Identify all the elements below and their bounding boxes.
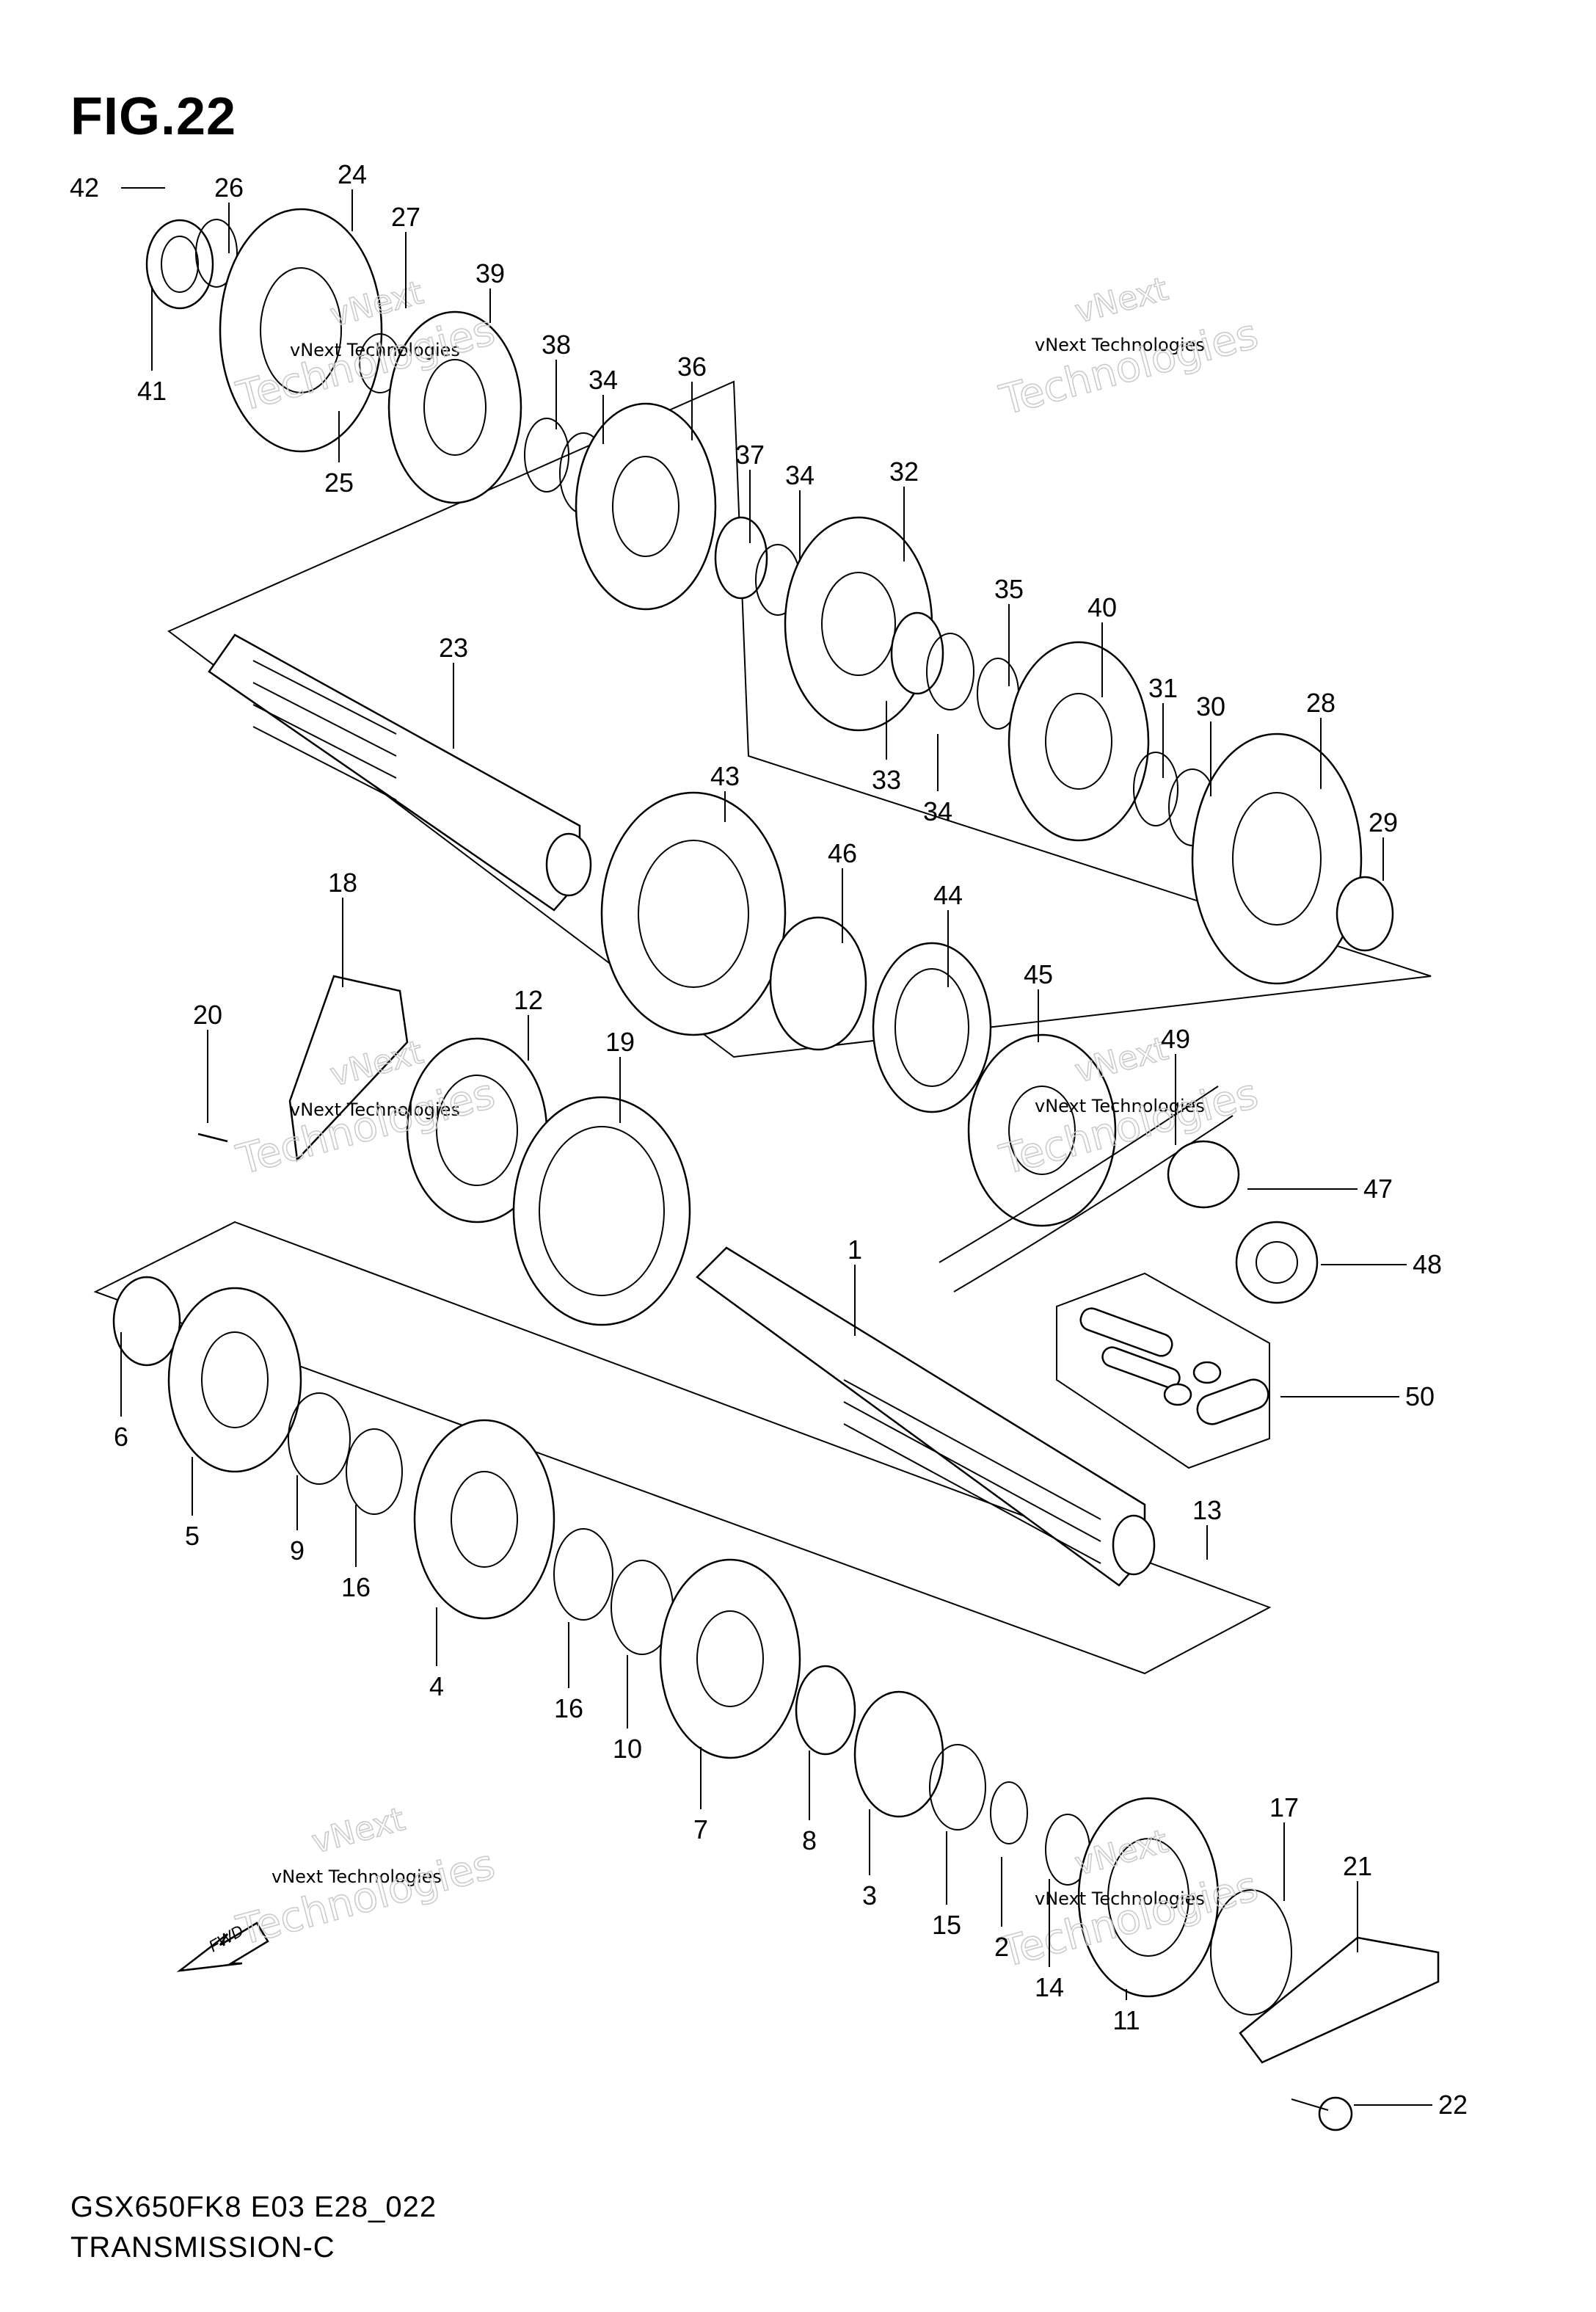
watermark-text: vNext Technologies bbox=[1035, 1889, 1205, 1909]
callout-24[interactable]: 24 bbox=[338, 159, 367, 189]
watermark-outline: Technologies bbox=[995, 310, 1263, 425]
callout-46[interactable]: 46 bbox=[828, 838, 857, 868]
callout-1[interactable]: 1 bbox=[848, 1235, 862, 1265]
callout-41[interactable]: 41 bbox=[137, 376, 167, 406]
watermark-text: vNext Technologies bbox=[1035, 1096, 1205, 1116]
callout-10[interactable]: 10 bbox=[613, 1734, 642, 1764]
leader-lines bbox=[120, 187, 1432, 2106]
callout-50[interactable]: 50 bbox=[1405, 1381, 1435, 1411]
watermark-text: vNext Technologies bbox=[272, 1866, 442, 1887]
diagram-code: GSX650FK8 E03 E28_022 bbox=[70, 2191, 437, 2223]
countershaft-23 bbox=[208, 633, 592, 912]
callout-36[interactable]: 36 bbox=[677, 352, 707, 382]
callout-37[interactable]: 37 bbox=[735, 440, 765, 470]
lower-gear-train bbox=[112, 1276, 1440, 2131]
diagram-section: TRANSMISSION-C bbox=[70, 2231, 335, 2264]
callout-9[interactable]: 9 bbox=[290, 1535, 305, 1566]
callout-16a[interactable]: 16 bbox=[341, 1572, 371, 1602]
callout-29[interactable]: 29 bbox=[1369, 807, 1398, 837]
callout-14[interactable]: 14 bbox=[1035, 1972, 1064, 2002]
watermark-text: vNext Technologies bbox=[290, 1099, 460, 1120]
upper-gear-train bbox=[145, 208, 1394, 985]
callout-27[interactable]: 27 bbox=[391, 202, 420, 232]
callout-25[interactable]: 25 bbox=[324, 468, 354, 498]
callout-21[interactable]: 21 bbox=[1343, 1851, 1372, 1881]
callout-31[interactable]: 31 bbox=[1148, 673, 1178, 703]
callout-35[interactable]: 35 bbox=[994, 574, 1024, 604]
callout-34a[interactable]: 34 bbox=[589, 365, 618, 395]
driveshaft-frame bbox=[93, 1221, 1272, 1675]
callout-15[interactable]: 15 bbox=[932, 1910, 961, 1940]
callout-23[interactable]: 23 bbox=[439, 633, 468, 663]
callout-30[interactable]: 30 bbox=[1196, 691, 1225, 721]
callout-49[interactable]: 49 bbox=[1161, 1024, 1190, 1054]
chain-link-frame bbox=[1056, 1272, 1270, 1469]
callout-47[interactable]: 47 bbox=[1363, 1174, 1393, 1204]
callout-6[interactable]: 6 bbox=[114, 1422, 128, 1452]
callout-3[interactable]: 3 bbox=[862, 1880, 877, 1911]
watermark-outline: vNext bbox=[308, 1800, 409, 1861]
callout-16b[interactable]: 16 bbox=[554, 1693, 583, 1723]
callout-17[interactable]: 17 bbox=[1269, 1792, 1299, 1822]
callout-33[interactable]: 33 bbox=[872, 765, 901, 795]
callout-44[interactable]: 44 bbox=[933, 880, 963, 910]
driveshaft-1 bbox=[696, 1246, 1156, 1587]
callout-39[interactable]: 39 bbox=[475, 258, 505, 288]
callout-2[interactable]: 2 bbox=[994, 1932, 1009, 1962]
callout-13[interactable]: 13 bbox=[1192, 1495, 1222, 1525]
callout-28[interactable]: 28 bbox=[1306, 688, 1336, 718]
callout-12[interactable]: 12 bbox=[514, 985, 543, 1015]
callout-4[interactable]: 4 bbox=[429, 1671, 444, 1701]
figure-title: FIG.22 bbox=[70, 87, 237, 146]
callout-40[interactable]: 40 bbox=[1087, 592, 1117, 622]
callout-11[interactable]: 11 bbox=[1112, 2005, 1140, 2035]
watermark-outline: vNext bbox=[1071, 1030, 1172, 1091]
callout-26[interactable]: 26 bbox=[214, 172, 244, 203]
watermark-text: vNext Technologies bbox=[1035, 335, 1205, 355]
callout-43[interactable]: 43 bbox=[710, 761, 740, 791]
callout-18[interactable]: 18 bbox=[328, 868, 357, 898]
watermark-outline: vNext bbox=[1071, 270, 1172, 331]
callout-38[interactable]: 38 bbox=[542, 330, 571, 360]
callout-19[interactable]: 19 bbox=[605, 1027, 635, 1057]
callout-42[interactable]: 42 bbox=[70, 172, 99, 203]
watermark-text: vNext Technologies bbox=[290, 340, 460, 360]
callout-22[interactable]: 22 bbox=[1438, 2090, 1468, 2120]
callout-48[interactable]: 48 bbox=[1413, 1249, 1442, 1279]
sprocket-chain bbox=[939, 1033, 1319, 1425]
callout-45[interactable]: 45 bbox=[1024, 959, 1053, 989]
callout-34c[interactable]: 34 bbox=[923, 796, 952, 826]
callout-20[interactable]: 20 bbox=[193, 1000, 222, 1030]
callout-7[interactable]: 7 bbox=[693, 1814, 708, 1844]
callout-34b[interactable]: 34 bbox=[785, 460, 815, 490]
callout-5[interactable]: 5 bbox=[185, 1521, 200, 1551]
callout-8[interactable]: 8 bbox=[802, 1825, 817, 1855]
middle-bearings bbox=[197, 791, 992, 1326]
watermark-outline: Technologies bbox=[232, 1841, 500, 1955]
callout-32[interactable]: 32 bbox=[889, 457, 919, 487]
